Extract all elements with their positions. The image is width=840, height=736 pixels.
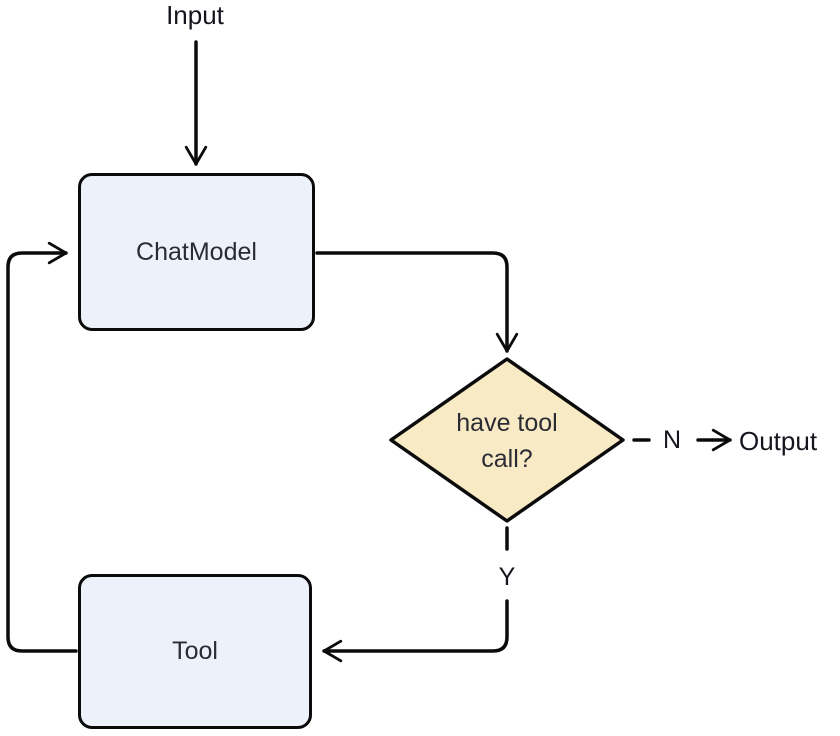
chatmodel-node-label: ChatModel <box>136 237 257 266</box>
edge-label-n: N <box>662 426 682 454</box>
chatmodel-node: ChatModel <box>78 173 315 331</box>
tool-node-label: Tool <box>172 637 218 665</box>
decision-diamond-shape <box>389 357 625 523</box>
edge-tool-to-chatmodel-loop <box>6 241 78 653</box>
edge-y-to-tool <box>322 599 509 663</box>
edge-chatmodel-to-decision <box>315 251 519 353</box>
decision-node-label: have tool call? <box>456 409 558 473</box>
output-label: Output <box>739 426 818 456</box>
input-label: Input <box>166 0 224 30</box>
edge-label-y: Y <box>498 563 516 591</box>
tool-node: Tool <box>78 574 312 729</box>
